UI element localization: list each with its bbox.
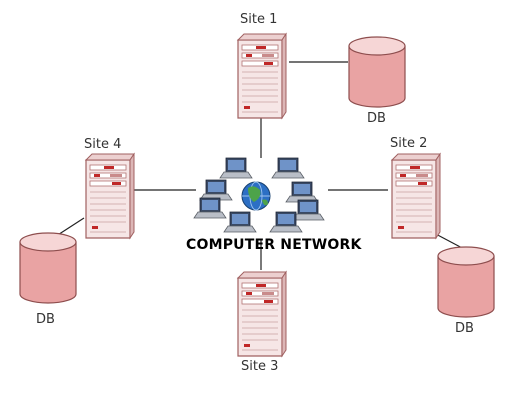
site-4-label: Site 4 — [84, 137, 122, 152]
site-2-db-label: DB — [455, 321, 474, 336]
laptop-icon — [219, 157, 253, 179]
laptop-icon — [271, 157, 305, 179]
site-4-db-label: DB — [36, 312, 55, 327]
site-1-label: Site 1 — [240, 12, 278, 27]
laptop-icon — [199, 179, 233, 201]
site-4-server-icon — [85, 153, 135, 239]
site-3-label: Site 3 — [241, 359, 279, 374]
site-2-server-icon — [391, 153, 441, 239]
laptop-icon — [291, 199, 325, 221]
laptop-icon — [285, 181, 319, 203]
laptop-icon — [193, 197, 227, 219]
computer-network-label: COMPUTER NETWORK — [186, 237, 362, 253]
laptop-icon — [223, 211, 257, 233]
computer-network-cluster — [193, 157, 325, 233]
site-2-db-icon — [437, 246, 495, 318]
site-1-db-icon — [348, 36, 406, 108]
site-1-server-icon — [237, 33, 287, 119]
site-1-db-label: DB — [367, 111, 386, 126]
globe-icon — [241, 181, 271, 211]
site-2-label: Site 2 — [390, 136, 428, 151]
site-4-db-icon — [19, 232, 77, 304]
site-3-server-icon — [237, 271, 287, 357]
